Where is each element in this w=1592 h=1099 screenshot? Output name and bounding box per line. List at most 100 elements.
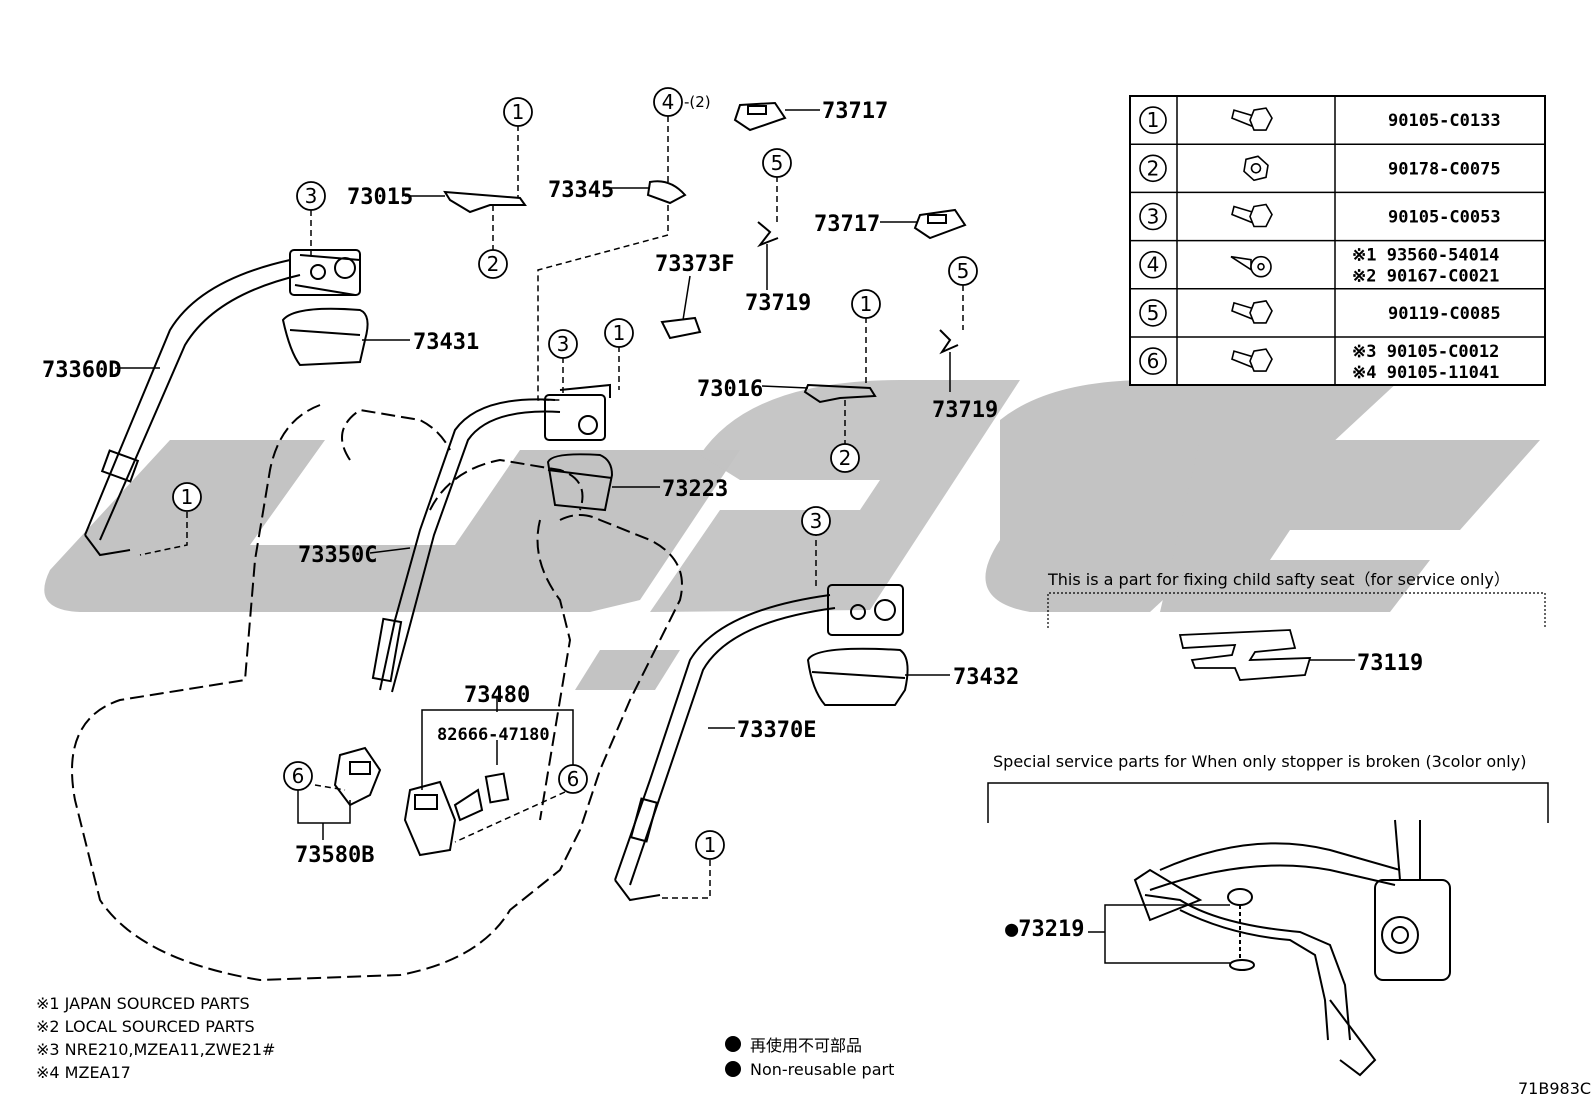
table-row-number: 6 [1147,349,1160,373]
part-label-73432: 73432 [953,665,1019,690]
buckle-73480 [403,780,484,857]
callout-2: 2 [487,252,500,276]
part-label-73373F: 73373F [655,252,734,277]
part-label-73350C: 73350C [298,543,377,568]
callout-1: 1 [613,321,626,345]
bracket-73015 [443,190,527,214]
table-part-number: ※1 93560-54014 [1352,246,1499,266]
diagram-code: 71B983C [1518,1079,1591,1098]
footnote-4: ※4 MZEA17 [36,1063,131,1082]
seat-belt-73350C [371,398,561,693]
footnote-2: ※2 LOCAL SOURCED PARTS [36,1017,255,1036]
callout-3: 3 [305,184,318,208]
buckle-73580B [333,746,382,807]
table-row-number: 4 [1147,253,1160,277]
cover-73373F [660,316,702,340]
retractor-cover-73432 [806,647,909,706]
tapping-screw-icon [1230,255,1272,278]
part-label-73119: 73119 [1357,651,1423,676]
callout-3: 3 [557,332,570,356]
callout-1: 1 [860,292,873,316]
table-row-number-circle [1139,347,1167,375]
leader-lines [115,109,1355,840]
table-part-number: 90119-C0085 [1388,304,1501,324]
part-label-73431: 73431 [413,330,479,355]
part-label-82666-47180: 82666-47180 [437,725,550,745]
part-label-73223: 73223 [662,477,728,502]
callout-circles [172,87,978,860]
table-row-number: 3 [1147,205,1160,229]
retractor-73350C [544,383,611,441]
part-label-73480: 73480 [464,683,530,708]
cover-73717b [913,208,967,240]
table-row-number: 2 [1147,156,1160,180]
callout-5: 5 [957,259,970,283]
table-part-number: 90105-C0053 [1388,208,1501,228]
part-label-73719: 73719 [932,398,998,423]
callout-2: 2 [839,446,852,470]
retractor-cover-73431 [281,307,369,367]
part-label-73345: 73345 [548,178,614,203]
table-part-number: ※3 90105-C0012 [1352,342,1499,362]
retractor-cover-73223 [546,453,614,512]
table-row-number-circle [1139,106,1167,134]
cover-73717a [733,101,787,132]
bracket-73345 [646,180,687,205]
bracket-73016 [803,383,877,404]
footnote-1: ※1 JAPAN SOURCED PARTS [36,994,250,1013]
stopper-section: Special service parts for When only stop… [987,752,1549,1077]
guide-73719b [939,329,959,355]
legend: 再使用不可部品 Non-reusable part [725,1036,894,1079]
part-label-73580B: 73580B [295,843,374,868]
buckle-cover-82666-47180 [484,772,510,804]
table-row-number: 5 [1147,301,1160,325]
seat-belt-73370E [614,594,836,902]
table-row-number: 1 [1147,108,1160,132]
child-seat-anchor-73119 [1178,629,1312,681]
table-part-number: 90105-C0133 [1388,111,1501,131]
part-label-73015: 73015 [347,185,413,210]
table-row-number-circle [1139,154,1167,183]
table-part-number: ※4 90105-11041 [1352,363,1499,383]
bolt-table: 1 90105-C0133 2 90178-C0075 3 90105-C0053 4 ※1 … [1129,95,1546,386]
table-part-number: 90178-C0075 [1388,159,1501,179]
dashed-leaders [139,116,964,899]
part-label-73717: 73717 [822,99,888,124]
table-row-number-circle [1139,299,1167,327]
child-seat-note: This is a part for fixing child safty se… [1047,570,1510,589]
legend-en: Non-reusable part [750,1060,894,1079]
callout-5: 5 [771,151,784,175]
callout-6: 6 [292,764,305,788]
child-seat-section: This is a part for fixing child safty se… [1047,570,1546,681]
flange-bolt-icon [1231,203,1273,228]
flange-bolt-icon [1231,348,1273,372]
callout-1: 1 [512,100,525,124]
footnote-3: ※3 NRE210,MZEA11,ZWE21# [36,1040,275,1059]
part-label-73717: 73717 [814,212,880,237]
seat-belt-73360D [84,259,301,557]
table-row-number-circle [1139,250,1167,279]
callout-1: 1 [181,485,194,509]
part-label-73370E: 73370E [737,718,816,743]
callout-6: 6 [567,767,580,791]
watermark-logo [44,380,1540,690]
part-label-73016: 73016 [697,377,763,402]
callout-4-quantity: -(2) [684,93,711,111]
legend-jp: 再使用不可部品 [750,1036,862,1055]
part-label-73719: 73719 [745,291,811,316]
guide-73719a [757,221,779,248]
footnotes: ※1 JAPAN SOURCED PARTS ※2 LOCAL SOURCED … [36,994,275,1082]
part-label-73219: ●73219 [1005,917,1084,942]
callout-4: 4 [662,90,675,114]
part-label-73360D: 73360D [42,358,121,383]
retractor-73370E [827,584,904,636]
stopper-note: Special service parts for When only stop… [993,752,1526,771]
non-reusable-bullet-icon [725,1061,741,1077]
table-part-number: ※2 90167-C0021 [1352,267,1499,287]
table-row-number-circle [1139,202,1167,231]
hex-nut-icon [1243,155,1269,182]
callout-1: 1 [704,833,717,857]
non-reusable-bullet-icon [725,1036,741,1052]
callout-3: 3 [810,509,823,533]
